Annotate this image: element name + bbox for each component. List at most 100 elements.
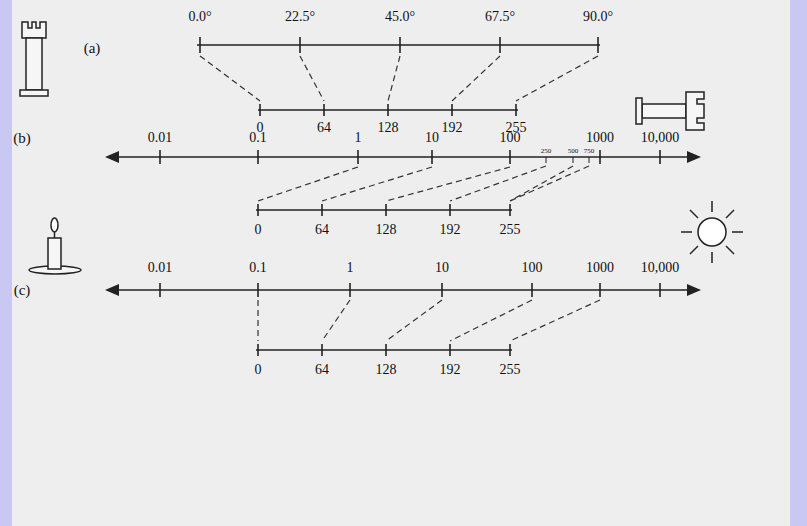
tick — [321, 204, 323, 216]
tick — [451, 104, 453, 116]
tick — [257, 150, 259, 164]
tick — [159, 283, 161, 297]
candle — [48, 238, 61, 269]
sun-ray — [726, 246, 734, 254]
scale-label: 10 — [425, 131, 439, 145]
scale-line — [256, 209, 512, 211]
scale-label: (a) — [84, 41, 101, 56]
tick — [385, 344, 387, 356]
scale-label: 255 — [500, 223, 521, 237]
sun-ray — [690, 210, 698, 218]
scale-label: 1000 — [586, 131, 614, 145]
sensor-head — [686, 92, 704, 130]
scale-label: 1 — [355, 131, 362, 145]
tick — [257, 283, 259, 297]
mapping-line — [450, 166, 546, 201]
tick — [599, 150, 601, 164]
scale-line — [197, 44, 600, 46]
tick — [387, 104, 389, 116]
scale-label: 10 — [435, 261, 449, 275]
robot-arm-horizontal — [642, 104, 686, 118]
arrowhead — [105, 284, 119, 296]
tick — [259, 104, 261, 116]
mapping-line — [300, 56, 324, 101]
scale-label: 0.1 — [249, 131, 267, 145]
scale-label: (c) — [14, 283, 31, 298]
tick — [399, 37, 401, 53]
sun — [698, 218, 726, 246]
minor-tick — [573, 157, 574, 163]
mapping-line — [516, 56, 598, 101]
scale-label: 67.5° — [485, 10, 515, 24]
scale-label: 192 — [440, 363, 461, 377]
scale-label: 45.0° — [385, 10, 415, 24]
tick — [599, 283, 601, 297]
scale-label: 128 — [376, 363, 397, 377]
sun-ray — [711, 201, 713, 212]
minor-tick — [546, 157, 547, 163]
scale-label: 250 — [541, 148, 552, 155]
mapping-line — [257, 300, 258, 341]
log-axis — [115, 289, 690, 291]
tick — [431, 150, 433, 164]
scale-label: 192 — [440, 223, 461, 237]
scale-label: 192 — [442, 121, 463, 135]
tick — [357, 150, 359, 164]
tick — [321, 344, 323, 356]
scale-label: 22.5° — [285, 10, 315, 24]
robot-base — [636, 98, 642, 124]
tick — [499, 37, 501, 53]
tick — [323, 104, 325, 116]
arrowhead — [105, 151, 119, 163]
tick — [531, 283, 533, 297]
tick — [257, 344, 259, 356]
scale-label: 0.01 — [148, 261, 173, 275]
scale-label: 0.0° — [188, 10, 211, 24]
scale-label: 0 — [255, 363, 262, 377]
scale-label: 10,000 — [641, 261, 680, 275]
mapping-line — [258, 167, 358, 201]
scale-label: 64 — [317, 121, 331, 135]
sun-ray — [690, 246, 698, 254]
tick — [509, 344, 511, 356]
tick — [597, 37, 599, 53]
tick — [509, 150, 511, 164]
tick — [449, 344, 451, 356]
sun-ray — [726, 210, 734, 218]
sun-ray — [732, 231, 743, 233]
sun-ray — [681, 231, 692, 233]
mapping-line — [510, 300, 600, 341]
log-axis — [115, 156, 690, 158]
scale-label: (b) — [13, 131, 31, 146]
mapping-line — [386, 167, 510, 201]
scale-label: 128 — [376, 223, 397, 237]
page-ground — [12, 0, 790, 526]
tick — [385, 204, 387, 216]
minor-tick — [589, 157, 590, 163]
scale-label: 0.01 — [148, 131, 173, 145]
sun-ray — [711, 252, 713, 263]
scale-label: 0.1 — [249, 261, 267, 275]
tick — [515, 104, 517, 116]
tick — [449, 204, 451, 216]
scale-label: 128 — [378, 121, 399, 135]
tick — [509, 204, 511, 216]
arrowhead — [687, 284, 701, 296]
candle-flame — [51, 218, 58, 232]
scale-line — [256, 349, 512, 351]
scale-label: 0 — [255, 223, 262, 237]
sensor-head — [22, 22, 46, 38]
scale-label: 255 — [500, 363, 521, 377]
scale-label: 64 — [315, 223, 329, 237]
mapping-line — [510, 166, 589, 201]
scale-label: 1 — [347, 261, 354, 275]
robot-arm-vertical — [26, 38, 42, 90]
scale-label: 10,000 — [641, 131, 680, 145]
tick — [299, 37, 301, 53]
tick — [441, 283, 443, 297]
scale-label: 90.0° — [583, 10, 613, 24]
tick — [159, 150, 161, 164]
tick — [659, 283, 661, 297]
